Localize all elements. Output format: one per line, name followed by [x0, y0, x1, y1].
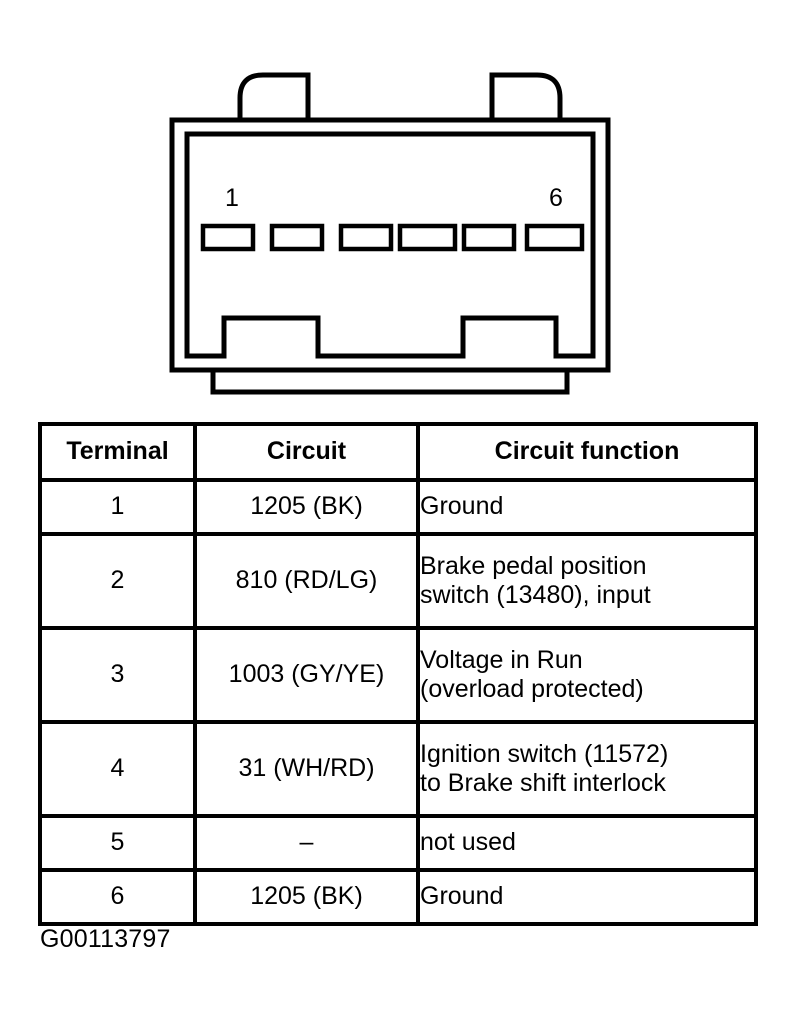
right-locking-tab [489, 72, 563, 120]
table-row: 1 1205 (BK) Ground [38, 478, 758, 536]
cavity-label-6: 6 [549, 184, 563, 212]
terminal-cavity-6 [524, 223, 585, 252]
terminal-cavity-2 [269, 223, 325, 252]
figure-caption: G00113797 [40, 925, 171, 953]
pinout-table-body: 1 1205 (BK) Ground 2 810 (RD/LG) Brake p… [38, 478, 758, 926]
pinout-table-container: Terminal Circuit Circuit function 1 1205… [38, 422, 758, 926]
connector-diagram: 1 6 [0, 0, 794, 410]
cell-terminal: 4 [38, 720, 197, 818]
pinout-table: Terminal Circuit Circuit function 1 1205… [38, 422, 758, 926]
terminal-cavity-4 [397, 223, 458, 252]
function-line: Ignition switch (11572) [420, 739, 669, 768]
connector-inner-wall [184, 131, 596, 359]
cell-terminal: 6 [38, 868, 197, 926]
cell-circuit: 810 (RD/LG) [193, 532, 420, 630]
terminal-cavity-5 [461, 223, 517, 252]
table-row: 3 1003 (GY/YE) Voltage in Run (overload … [38, 626, 758, 724]
cell-circuit: 1205 (BK) [193, 478, 420, 536]
cell-circuit-function: not used [416, 814, 758, 872]
table-header-row: Terminal Circuit Circuit function [38, 422, 758, 482]
terminal-cavity-3 [338, 223, 394, 252]
table-row: 4 31 (WH/RD) Ignition switch (11572) to … [38, 720, 758, 818]
column-header-circuit: Circuit [193, 422, 420, 482]
column-header-terminal: Terminal [38, 422, 197, 482]
cell-circuit-function: Ground [416, 868, 758, 926]
cell-circuit: 1003 (GY/YE) [193, 626, 420, 724]
function-line: Ground [420, 882, 504, 911]
function-line: Ground [420, 492, 504, 521]
cell-circuit-function: Ground [416, 478, 758, 536]
connector-base-strip [210, 367, 570, 395]
function-line: (overload protected) [420, 675, 644, 703]
connector-illustration: 1 6 [169, 72, 611, 395]
cell-circuit-function: Ignition switch (11572) to Brake shift i… [416, 720, 758, 818]
function-line: not used [420, 828, 516, 857]
cell-terminal: 1 [38, 478, 197, 536]
cell-terminal: 5 [38, 814, 197, 872]
terminal-cavity-1 [200, 223, 256, 252]
cell-circuit: 31 (WH/RD) [193, 720, 420, 818]
table-row: 2 810 (RD/LG) Brake pedal position switc… [38, 532, 758, 630]
table-row: 5 – not used [38, 814, 758, 872]
cell-circuit-function: Voltage in Run (overload protected) [416, 626, 758, 724]
cavity-label-1: 1 [225, 184, 239, 212]
cell-circuit: 1205 (BK) [193, 868, 420, 926]
column-header-circuit-function: Circuit function [416, 422, 758, 482]
cell-terminal: 3 [38, 626, 197, 724]
cell-circuit: – [193, 814, 420, 872]
cell-circuit-function: Brake pedal position switch (13480), inp… [416, 532, 758, 630]
cell-terminal: 2 [38, 532, 197, 630]
function-line: switch (13480), input [420, 581, 651, 609]
function-line: Brake pedal position [420, 551, 647, 580]
table-row: 6 1205 (BK) Ground [38, 868, 758, 926]
left-locking-tab [237, 72, 311, 120]
function-line: Voltage in Run [420, 645, 583, 674]
function-line: to Brake shift interlock [420, 769, 666, 797]
